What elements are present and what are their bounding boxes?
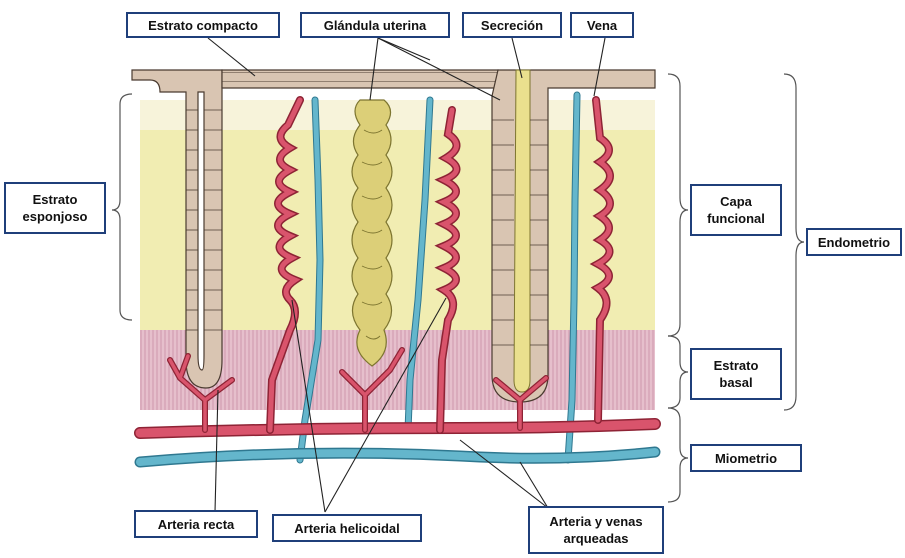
brace-miometrio xyxy=(668,408,688,502)
label-text: Vena xyxy=(587,17,617,34)
label-estrato-basal: Estrato basal xyxy=(690,348,782,400)
label-text-line-1: Estrato xyxy=(714,357,759,374)
label-text: Endometrio xyxy=(818,234,890,251)
label-text-line-1: Capa xyxy=(720,193,752,210)
label-text-line-2: arqueadas xyxy=(563,530,628,547)
label-text: Estrato compacto xyxy=(148,17,258,34)
right-crypt-secretion xyxy=(514,70,530,392)
label-endometrio: Endometrio xyxy=(806,228,902,256)
label-capa-funcional: Capa funcional xyxy=(690,184,782,236)
label-text: Secreción xyxy=(481,17,543,34)
label-text: Glándula uterina xyxy=(324,17,427,34)
brace-estrato-basal xyxy=(668,336,688,408)
label-text-line-2: basal xyxy=(719,374,752,391)
label-text-line-1: Estrato xyxy=(33,191,78,208)
brace-estrato-esponjoso xyxy=(112,94,132,320)
label-arteria-venas-arqueadas: Arteria y venas arqueadas xyxy=(528,506,664,554)
brace-endometrio xyxy=(784,74,804,410)
label-vena: Vena xyxy=(570,12,634,38)
label-estrato-esponjoso: Estrato esponjoso xyxy=(4,182,106,234)
label-text-line-2: funcional xyxy=(707,210,765,227)
left-crypt-lumen xyxy=(198,92,204,370)
brace-capa-funcional xyxy=(668,74,688,336)
label-text-line-2: esponjoso xyxy=(22,208,87,225)
label-text: Arteria helicoidal xyxy=(294,520,399,537)
label-estrato-compacto: Estrato compacto xyxy=(126,12,280,38)
uterine-gland xyxy=(352,100,392,366)
label-secrecion: Secreción xyxy=(462,12,562,38)
label-text: Arteria recta xyxy=(158,516,235,533)
label-glandula-uterina: Glándula uterina xyxy=(300,12,450,38)
label-arteria-helicoidal: Arteria helicoidal xyxy=(272,514,422,542)
label-miometrio: Miometrio xyxy=(690,444,802,472)
label-arteria-recta: Arteria recta xyxy=(134,510,258,538)
top-epithelium xyxy=(222,70,498,88)
label-text-line-1: Arteria y venas xyxy=(549,513,642,530)
label-text: Miometrio xyxy=(715,450,777,467)
